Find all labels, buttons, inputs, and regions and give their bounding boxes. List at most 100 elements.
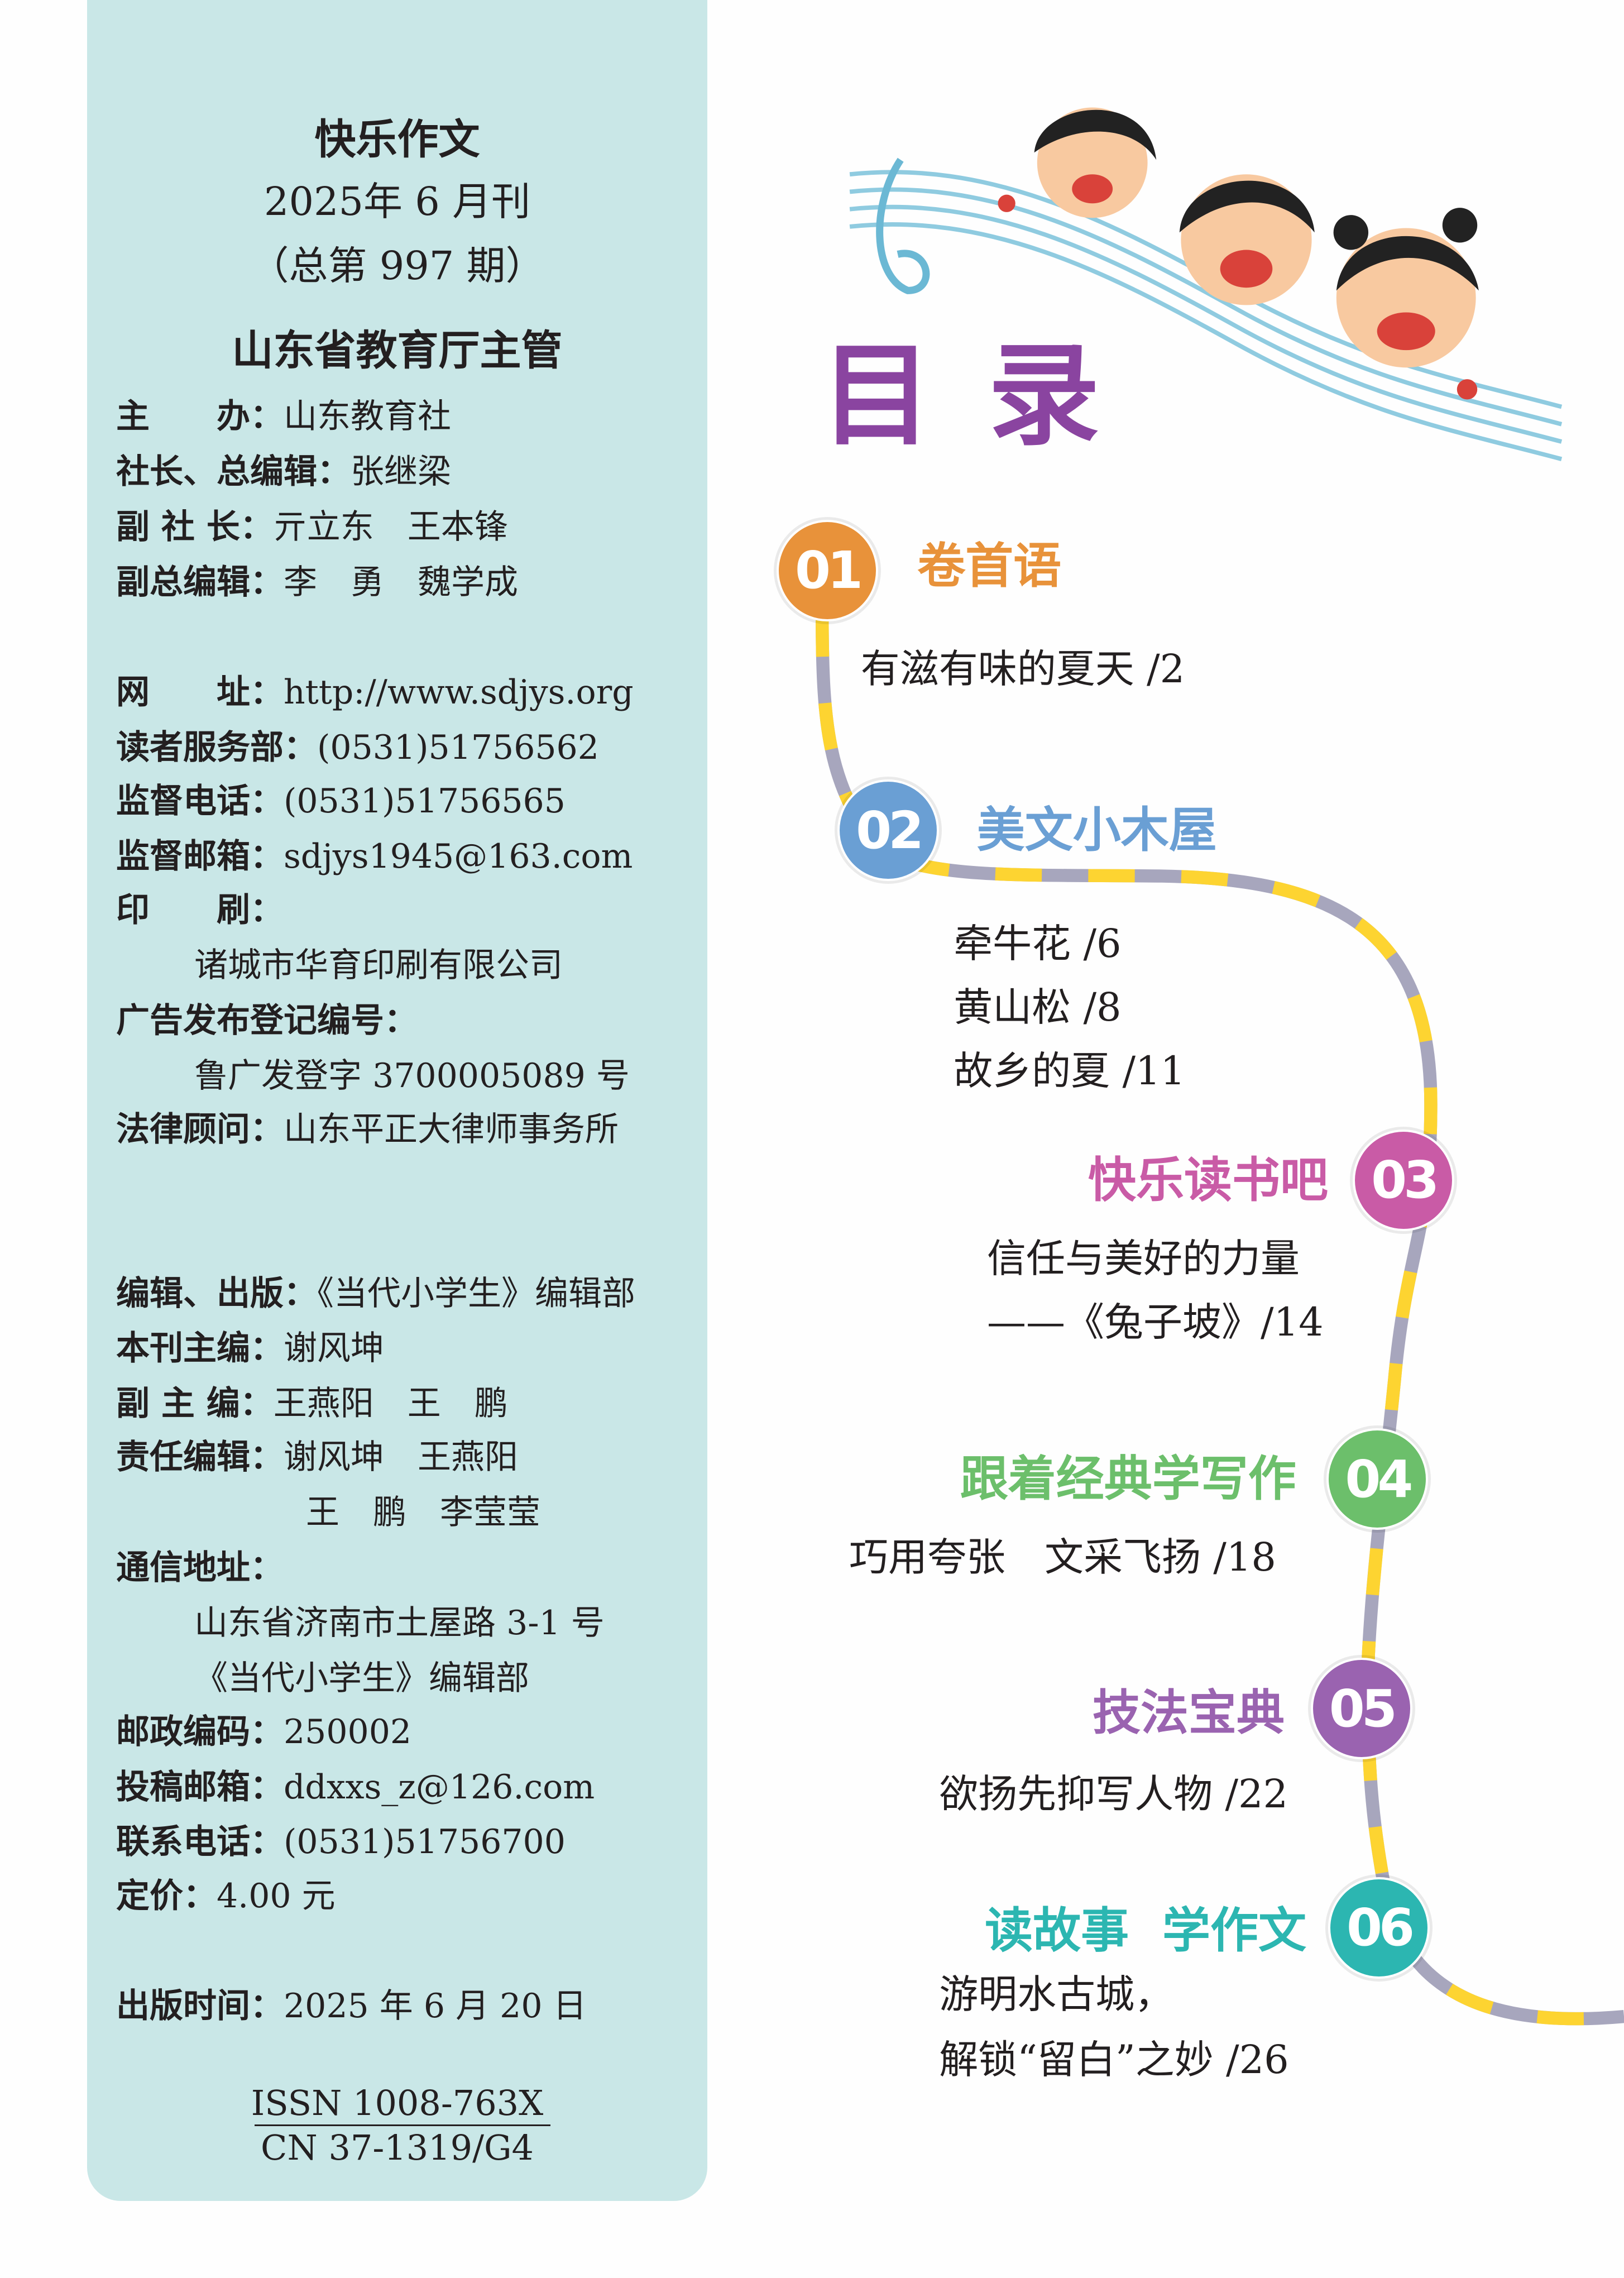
row-label: 副总编辑： bbox=[116, 562, 284, 602]
row-label: 监督电话： bbox=[116, 782, 284, 821]
row-label: 投稿邮箱： bbox=[116, 1767, 284, 1807]
row-value: (0531)51756565 bbox=[284, 782, 566, 821]
masthead-row: 印 刷： bbox=[116, 893, 284, 927]
divider bbox=[255, 2124, 550, 2126]
masthead-row: 法律顾问：山东平正大律师事务所 bbox=[116, 1113, 619, 1146]
section-number-badge: 05 bbox=[1310, 1658, 1412, 1760]
section-number-badge: 02 bbox=[837, 779, 940, 882]
section-title[interactable]: 美文小木屋 bbox=[976, 802, 1217, 859]
section-number-badge: 04 bbox=[1326, 1428, 1429, 1530]
row-value: 谢风坤 王燕阳 bbox=[284, 1438, 518, 1477]
toc-entry[interactable]: 有滋有味的夏天 /2 bbox=[860, 646, 1185, 692]
row-label: 印 刷： bbox=[116, 891, 284, 930]
masthead-row: 副总编辑：李 勇 魏学成 bbox=[116, 566, 518, 599]
section-title[interactable]: 跟着经典学写作 bbox=[960, 1451, 1296, 1508]
row-value: http://www.sdjys.org bbox=[284, 673, 634, 712]
row-value: 李 勇 魏学成 bbox=[284, 562, 518, 602]
masthead-row: 王 鹏 李莹莹 bbox=[306, 1496, 540, 1529]
row-label: 读者服务部： bbox=[116, 728, 317, 767]
row-label: 编辑、出版： bbox=[116, 1274, 317, 1313]
row-label: 通信地址： bbox=[116, 1548, 284, 1587]
cn-number: CN 37-1319/G4 bbox=[261, 2127, 534, 2168]
section-number-badge: 01 bbox=[777, 519, 878, 621]
row-label: 本刊主编： bbox=[116, 1329, 284, 1368]
masthead-row: 鲁广发登字 3700005089 号 bbox=[194, 1059, 630, 1093]
toc-entry[interactable]: 黄山松 /8 bbox=[954, 984, 1122, 1030]
toc-entry[interactable]: 游明水古城， bbox=[939, 1971, 1174, 2017]
masthead-row: 网 址：http://www.sdjys.org bbox=[116, 676, 634, 709]
row-value: (0531)51756562 bbox=[317, 728, 599, 767]
masthead-row: 本刊主编：谢风坤 bbox=[116, 1332, 384, 1365]
masthead-row: 定价：4.00 元 bbox=[116, 1879, 336, 1913]
row-label: 邮政编码： bbox=[116, 1712, 284, 1751]
masthead-row: 联系电话：(0531)51756700 bbox=[116, 1825, 566, 1859]
section-number-badge: 03 bbox=[1353, 1129, 1455, 1231]
masthead-row: 责任编辑：谢风坤 王燕阳 bbox=[116, 1440, 518, 1474]
row-value: 2025 年 6 月 20 日 bbox=[284, 1987, 587, 2026]
row-value: sdjys1945@163.com bbox=[284, 837, 633, 876]
masthead-row: 邮政编码：250002 bbox=[116, 1715, 411, 1749]
row-value: 谢风坤 bbox=[284, 1329, 384, 1368]
row-label: 社长、总编辑： bbox=[116, 452, 351, 491]
row-label: 法律顾问： bbox=[116, 1109, 284, 1149]
total-issue: （总第 997 期） bbox=[250, 243, 545, 289]
masthead-row: 监督电话：(0531)51756565 bbox=[116, 784, 566, 818]
children-faces-illustration bbox=[998, 107, 1479, 400]
masthead-row: 通信地址： bbox=[116, 1551, 284, 1585]
section-title[interactable]: 技法宝典 bbox=[1093, 1685, 1285, 1741]
supervisor: 山东省教育厅主管 bbox=[232, 327, 563, 375]
toc-entry[interactable]: 巧用夸张 文采飞扬 /18 bbox=[849, 1534, 1276, 1581]
row-value: 王 鹏 李莹莹 bbox=[306, 1493, 540, 1533]
masthead-row: 山东省济南市土屋路 3-1 号 bbox=[194, 1606, 605, 1640]
toc-entry[interactable]: 信任与美好的力量 bbox=[987, 1235, 1300, 1281]
row-value: 鲁广发登字 3700005089 号 bbox=[194, 1056, 630, 1095]
row-label: 责任编辑： bbox=[116, 1438, 284, 1477]
masthead-row: 主 办：山东教育社 bbox=[116, 400, 451, 433]
masthead-row: 副 社 长：亓立东 王本锋 bbox=[116, 510, 508, 544]
toc-entry[interactable]: 故乡的夏 /11 bbox=[954, 1048, 1186, 1094]
toc-title: 目录 bbox=[821, 331, 1156, 461]
toc-entry[interactable]: 解锁“留白”之妙 /26 bbox=[939, 2037, 1289, 2083]
masthead-panel: 快乐作文 2025年 6 月刊 （总第 997 期） 山东省教育厅主管 主 办：… bbox=[87, 0, 707, 2201]
row-label: 网 址： bbox=[116, 673, 284, 712]
row-value: 王燕阳 王 鹏 bbox=[273, 1384, 508, 1424]
section-title[interactable]: 卷首语 bbox=[917, 538, 1062, 594]
row-label: 出版时间： bbox=[116, 1987, 284, 2026]
masthead-row: 投稿邮箱：ddxxs_z@126.com bbox=[116, 1770, 595, 1804]
masthead-row: 广告发布登记编号： bbox=[116, 1004, 418, 1037]
row-label: 主 办： bbox=[116, 397, 284, 437]
masthead-row: 读者服务部：(0531)51756562 bbox=[116, 731, 599, 764]
row-label: 广告发布登记编号： bbox=[116, 1001, 418, 1040]
masthead-row: 出版时间：2025 年 6 月 20 日 bbox=[116, 1989, 587, 2023]
masthead-row: 诸城市华育印刷有限公司 bbox=[194, 949, 563, 982]
issn: ISSN 1008-763X bbox=[251, 2083, 544, 2123]
row-value: 250002 bbox=[284, 1712, 412, 1751]
row-label: 定价： bbox=[116, 1876, 217, 1916]
toc-entry[interactable]: ——《兔子坡》/14 bbox=[987, 1299, 1324, 1346]
row-value: 张继梁 bbox=[351, 452, 451, 491]
row-label: 副 社 长： bbox=[116, 507, 274, 547]
section-title[interactable]: 读故事 学作文 bbox=[985, 1903, 1306, 1959]
row-label: 监督邮箱： bbox=[116, 837, 284, 876]
masthead-row: 编辑、出版：《当代小学生》编辑部 bbox=[116, 1277, 635, 1310]
row-value: 亓立东 王本锋 bbox=[273, 507, 508, 547]
magazine-name: 快乐作文 bbox=[314, 116, 480, 164]
masthead-row: 副 主 编：王燕阳 王 鹏 bbox=[116, 1387, 508, 1420]
row-value: 山东省济南市土屋路 3-1 号 bbox=[194, 1603, 605, 1643]
row-value: 山东平正大律师事务所 bbox=[284, 1109, 619, 1149]
masthead-row: 《当代小学生》编辑部 bbox=[194, 1662, 529, 1695]
row-value: 诸城市华育印刷有限公司 bbox=[194, 946, 563, 985]
row-value: 《当代小学生》编辑部 bbox=[194, 1658, 529, 1698]
row-value: 《当代小学生》编辑部 bbox=[317, 1274, 635, 1313]
masthead-row: 监督邮箱：sdjys1945@163.com bbox=[116, 840, 633, 873]
row-label: 联系电话： bbox=[116, 1822, 284, 1862]
section-title[interactable]: 快乐读书吧 bbox=[1088, 1152, 1328, 1208]
toc-entry[interactable]: 欲扬先抑写人物 /22 bbox=[939, 1771, 1288, 1817]
row-value: 山东教育社 bbox=[284, 397, 451, 437]
issue-date: 2025年 6 月刊 bbox=[264, 179, 531, 224]
row-value: 4.00 元 bbox=[217, 1876, 336, 1916]
toc-entry[interactable]: 牵牛花 /6 bbox=[954, 920, 1122, 966]
row-value: ddxxs_z@126.com bbox=[284, 1767, 595, 1807]
row-value: (0531)51756700 bbox=[284, 1822, 566, 1862]
section-number-badge: 06 bbox=[1328, 1877, 1430, 1979]
